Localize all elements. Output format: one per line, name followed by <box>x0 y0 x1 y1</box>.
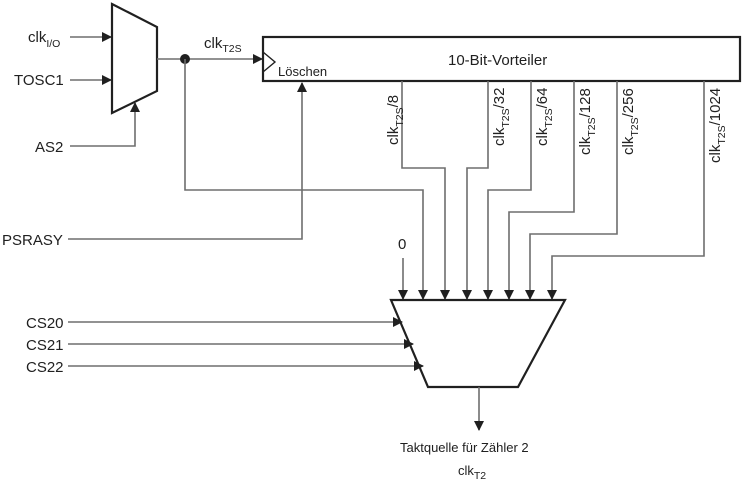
wire-psrasy <box>68 82 307 240</box>
prescaler-box <box>261 35 742 83</box>
clock-select-mux <box>110 2 159 115</box>
tap-label-8: clkT2S/8 <box>385 95 406 145</box>
psrasy-label: PSRASY <box>2 232 63 249</box>
wire-tap-64 <box>483 81 532 300</box>
clock-input-triangle-icon <box>262 51 277 73</box>
cs22-label: CS22 <box>26 359 64 376</box>
wire-tap-128 <box>504 81 575 300</box>
input-tosc1-label: TOSC1 <box>14 72 64 89</box>
wire-clk-t2s-direct <box>184 59 428 300</box>
svg-text:clkT2S/128: clkT2S/128 <box>577 88 598 155</box>
svg-text:clkT2S/32: clkT2S/32 <box>491 88 512 146</box>
output-label: Taktquelle für Zähler 2 <box>400 440 529 455</box>
cs21-label: CS21 <box>26 337 64 354</box>
output-clk-t2-label: clkT2 <box>458 463 486 482</box>
wire-tap-32 <box>462 81 489 300</box>
tap-label-256: clkT2S/256 <box>620 88 641 155</box>
select-as2-label: AS2 <box>35 139 63 156</box>
cs20-label: CS20 <box>26 315 64 332</box>
tap-label-32: clkT2S/32 <box>491 88 512 146</box>
svg-text:clkT2S/1024: clkT2S/1024 <box>707 88 728 163</box>
input-clk-io-label: clkI/O <box>28 29 60 50</box>
reset-label: Löschen <box>278 64 327 79</box>
tap-label-1024: clkT2S/1024 <box>707 88 728 163</box>
svg-text:clkT2S/64: clkT2S/64 <box>534 88 555 146</box>
tap-label-64: clkT2S/64 <box>534 88 555 146</box>
wire-tap-1024 <box>547 81 705 300</box>
clk-t2s-label: clkT2S <box>204 35 242 55</box>
wire-tap-8 <box>401 81 450 300</box>
prescaler-title: 10-Bit-Vorteiler <box>448 52 547 69</box>
tap-label-128: clkT2S/128 <box>577 88 598 155</box>
wire-as2 <box>70 102 140 147</box>
wire-tap-256 <box>525 81 618 300</box>
zero-input-label: 0 <box>398 236 406 253</box>
clock-source-mux <box>389 298 567 389</box>
svg-text:clkT2S/8: clkT2S/8 <box>385 95 406 145</box>
svg-text:clkT2S/256: clkT2S/256 <box>620 88 641 155</box>
